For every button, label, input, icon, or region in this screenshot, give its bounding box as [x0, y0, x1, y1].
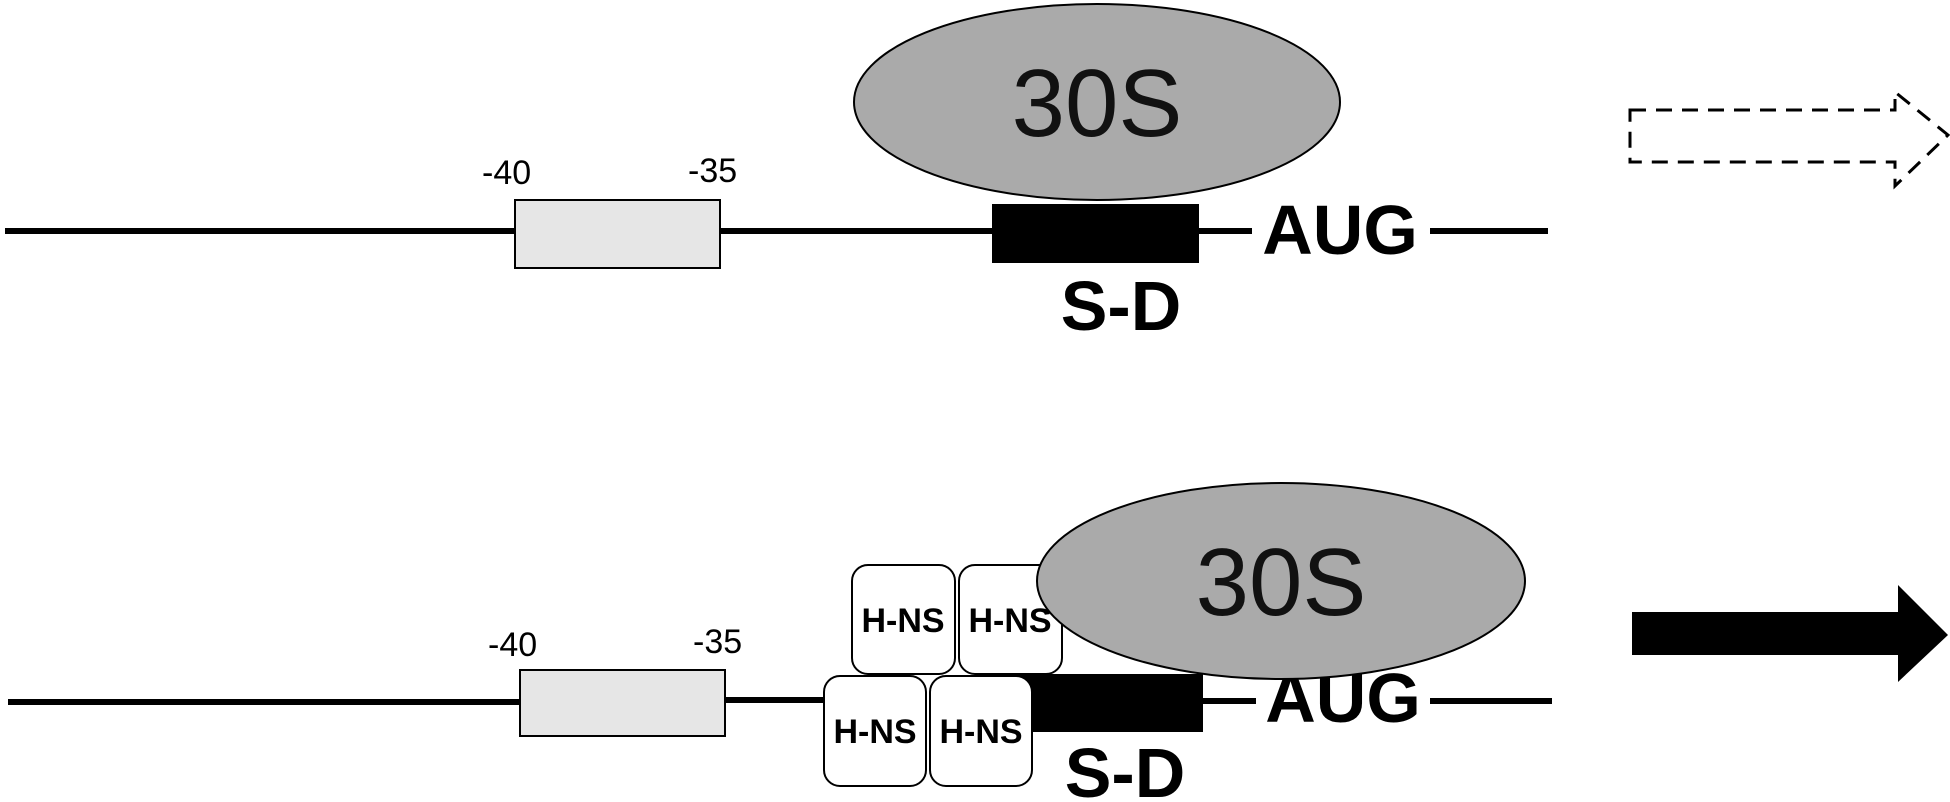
top-30s-ribosome [853, 3, 1341, 201]
hns-label: H-NS [939, 713, 1022, 751]
bottom-minus35-label: -35 [693, 623, 742, 661]
hns-protein: H-NS [929, 675, 1033, 787]
dashed-outline-arrow-icon [1628, 88, 1950, 190]
top-panel: -40 -35 S-D AUG 30S [5, 3, 1950, 345]
bottom-sd-box [1000, 674, 1203, 732]
hns-label: H-NS [861, 602, 944, 640]
bottom-promoter-box [519, 669, 726, 737]
top-promoter-box [514, 199, 721, 269]
hns-box [929, 675, 1033, 787]
top-30s-label: 30S [1012, 50, 1183, 157]
hns-protein: H-NS [851, 564, 956, 675]
bottom-30s-ribosome [1036, 482, 1526, 680]
hns-protein: H-NS [823, 675, 927, 787]
bottom-minus40-label: -40 [488, 626, 537, 664]
bottom-30s-label: 30S [1196, 529, 1367, 636]
hns-box [851, 564, 956, 675]
hns-box [823, 675, 927, 787]
solid-arrow-icon [1632, 585, 1948, 682]
hns-protein: H-NS [958, 564, 1063, 675]
top-sd-box [992, 204, 1199, 263]
top-minus35-label: -35 [688, 152, 737, 190]
bottom-panel: -40 -35 S-D AUG H-NS H-NS H-NS H-NS 30S [8, 482, 1948, 802]
top-aug-label: AUG [1262, 191, 1418, 269]
top-minus40-label: -40 [482, 154, 531, 192]
bottom-sd-label: S-D [1065, 734, 1186, 802]
top-sd-label: S-D [1061, 267, 1182, 345]
hns-label: H-NS [833, 713, 916, 751]
hns-label: H-NS [968, 602, 1051, 640]
